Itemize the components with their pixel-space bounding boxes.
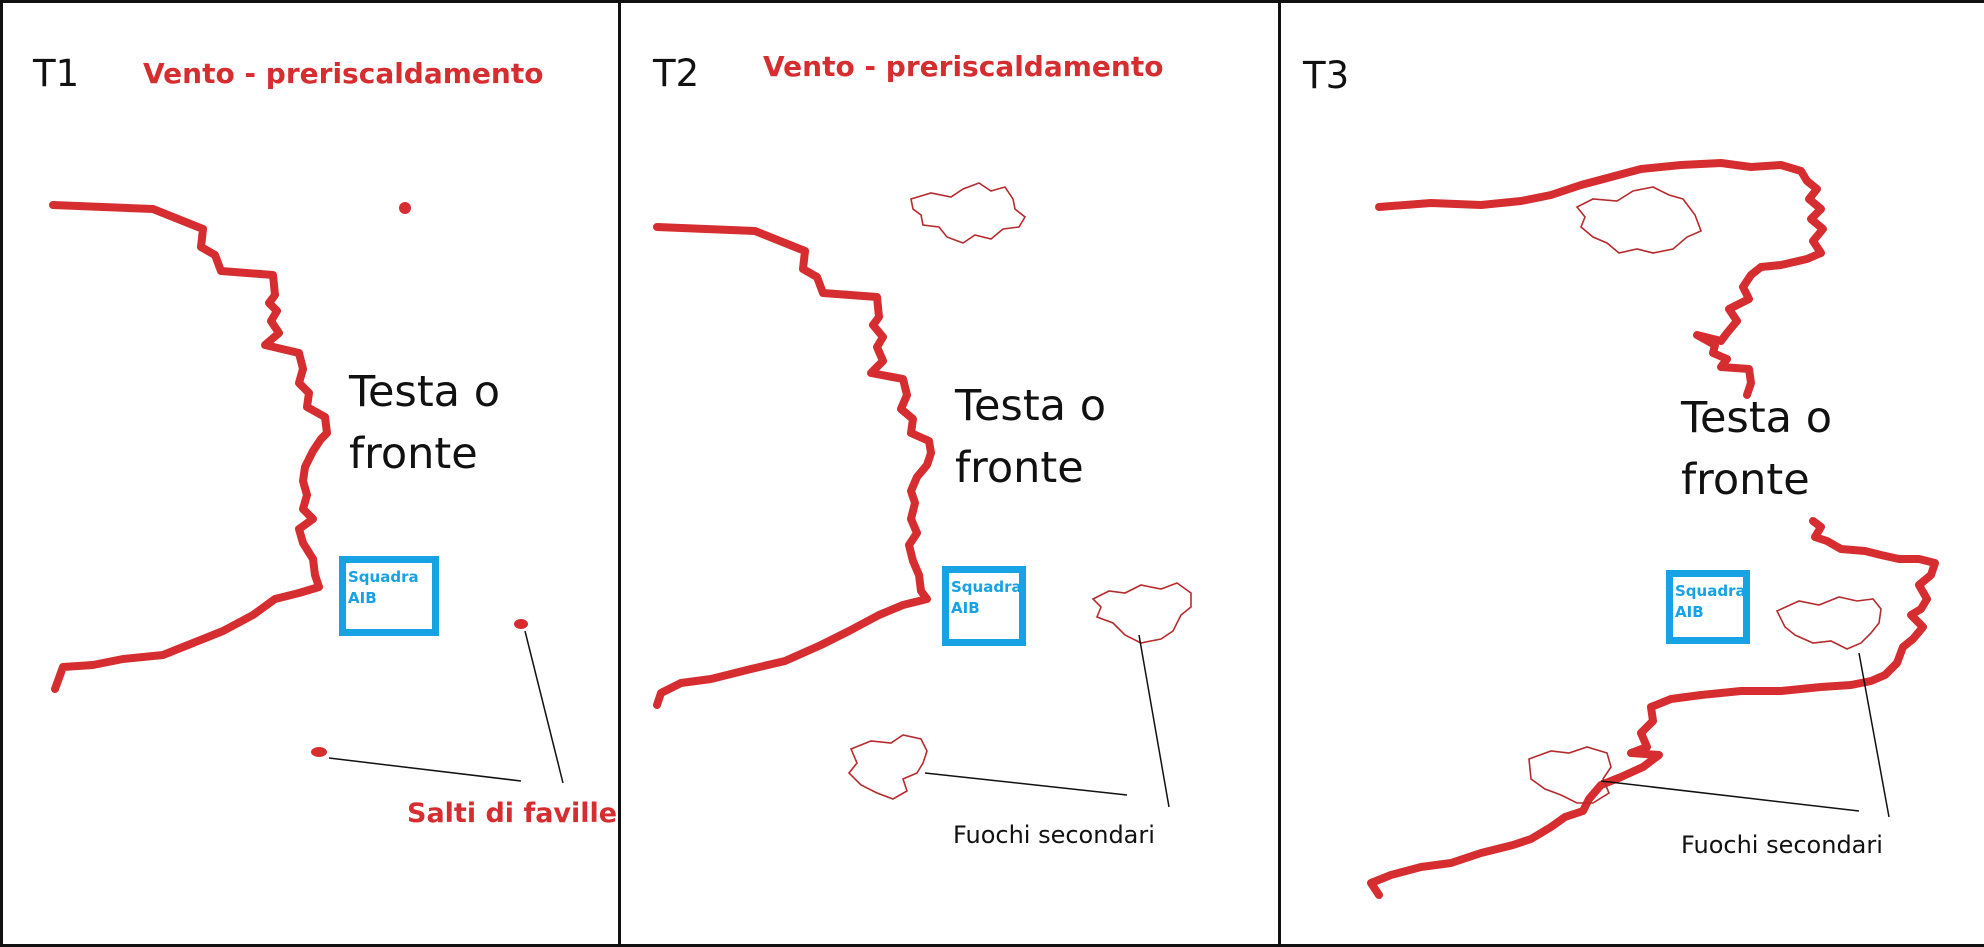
secondary-fires-label: Fuochi secondari — [1681, 831, 1883, 859]
panel-t3: T3 Testa o fronte Squadra AIB Fuochi sec… — [1278, 0, 1984, 947]
secondary-fire-outline — [1528, 746, 1612, 804]
aib-team-line2: AIB — [1675, 603, 1704, 621]
fire-head-label-line2: fronte — [349, 429, 478, 479]
aib-team-box: Squadra AIB — [942, 566, 1026, 646]
secondary-fire-outline — [1575, 186, 1703, 254]
fire-front-line — [49, 201, 331, 693]
wind-preheating-label: Vento - preriscaldamento — [143, 57, 544, 90]
wind-preheating-label: Vento - preriscaldamento — [763, 50, 1164, 83]
fire-head-label-line1: Testa o — [955, 381, 1107, 431]
pointer-line — [924, 772, 1128, 796]
aib-team-line1: Squadra — [1675, 582, 1746, 600]
time-label: T1 — [33, 52, 80, 95]
panel-t2: T2 Vento - preriscaldamento Testa o fron… — [618, 0, 1281, 947]
time-label: T2 — [653, 52, 700, 95]
aib-team-line2: AIB — [348, 589, 377, 607]
fire-front-line — [653, 223, 935, 709]
pointer-line — [1138, 634, 1170, 808]
aib-team-line1: Squadra — [951, 578, 1022, 596]
fire-head-label-line2: fronte — [955, 443, 1084, 493]
ember-spot — [514, 619, 528, 629]
fire-head-label: Testa o fronte — [955, 375, 1185, 499]
fire-front-line-upper — [1375, 159, 1827, 399]
secondary-fire-outline — [847, 734, 928, 800]
aib-team-box: Squadra AIB — [339, 556, 439, 636]
secondary-fire-outline — [1091, 582, 1192, 644]
panel-t1-drawing — [49, 201, 564, 784]
fire-head-label: Testa o fronte — [349, 361, 579, 485]
time-label: T3 — [1303, 54, 1350, 97]
secondary-fire-outline — [910, 182, 1027, 244]
pointer-line — [1600, 780, 1860, 812]
panel-t2-drawing — [653, 182, 1192, 808]
aib-team-line1: Squadra — [348, 568, 419, 586]
fire-front-line-lower — [1367, 517, 1939, 899]
fire-head-label-line1: Testa o — [349, 367, 501, 417]
secondary-fire-outline — [1775, 596, 1882, 650]
aib-team-line2: AIB — [951, 599, 980, 617]
fire-head-label-line2: fronte — [1681, 455, 1810, 505]
fire-head-label-line1: Testa o — [1681, 393, 1833, 443]
secondary-fires-label: Fuochi secondari — [953, 821, 1155, 849]
panel-t1: T1 Vento - preriscaldamento Testa o fron… — [0, 0, 621, 947]
ember-spot — [399, 202, 411, 214]
ember-spot — [311, 747, 327, 757]
pointer-line — [1858, 652, 1890, 818]
fire-head-label: Testa o fronte — [1681, 387, 1911, 511]
panel-t3-drawing — [1367, 159, 1939, 899]
aib-team-box: Squadra AIB — [1666, 570, 1750, 644]
pointer-line — [524, 630, 564, 784]
spotting-label: Salti di faville — [407, 798, 618, 829]
pointer-line — [328, 757, 522, 782]
